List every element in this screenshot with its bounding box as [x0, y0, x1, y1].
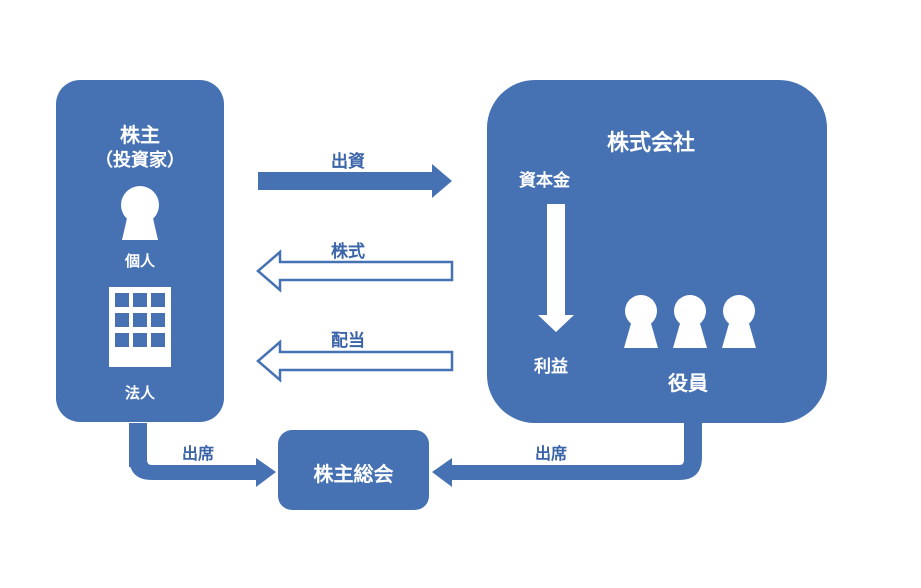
attend-arrow-left [129, 423, 276, 487]
attend-label-right: 出席 [535, 444, 568, 463]
profit-label: 利益 [534, 357, 568, 377]
person-icon [121, 186, 159, 240]
officers-label: 役員 [668, 371, 708, 395]
investment-arrow [258, 164, 452, 198]
building-icon [109, 287, 171, 367]
shares-label: 株式 [331, 242, 365, 262]
company-box [487, 80, 827, 423]
company-title: 株式会社 [607, 131, 696, 156]
dividend-arrow [256, 339, 454, 383]
capital-label: 資本金 [519, 171, 570, 191]
individual-label: 個人 [124, 252, 155, 270]
shareholders-meeting-title: 株主総会 [313, 462, 394, 486]
dividend-label: 配当 [331, 331, 365, 351]
shareholder-subtitle: （投資家） [95, 150, 185, 171]
shareholder-title: 株主 [120, 123, 160, 147]
attend-label-left: 出席 [182, 444, 215, 463]
down-arrow-icon [538, 204, 574, 332]
corporate-label: 法人 [124, 384, 155, 402]
officers-icon [624, 295, 756, 348]
attend-arrow-right [432, 423, 702, 487]
shareholders-meeting-box [278, 430, 429, 510]
shares-arrow [256, 249, 454, 293]
investment-label: 出資 [331, 152, 365, 172]
